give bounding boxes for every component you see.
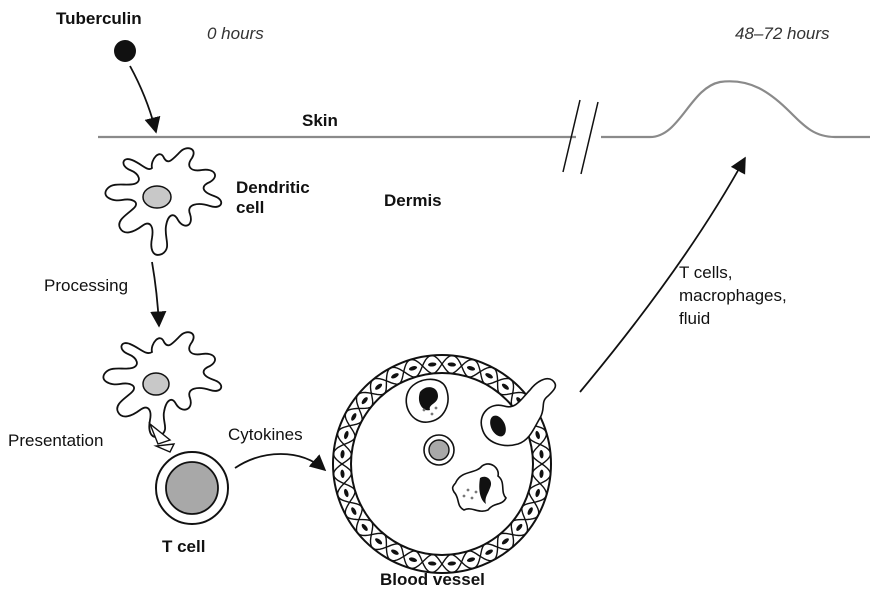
t-cell-label: T cell [162, 537, 205, 557]
vessel-cell-1 [406, 379, 448, 422]
cytokines-arrow [235, 454, 325, 470]
skin-label: Skin [302, 111, 338, 131]
processing-label: Processing [44, 276, 128, 296]
dendritic-cell-label-line2: cell [236, 198, 264, 218]
t-cell [156, 452, 228, 524]
dendritic-cell-1 [105, 148, 221, 255]
cytokines-label: Cytokines [228, 425, 303, 445]
blood-vessel [333, 355, 555, 573]
vessel-cell-2 [424, 435, 454, 465]
processing-arrow [152, 262, 159, 326]
dendritic-cell-2 [103, 332, 221, 452]
tuberculin-particle [114, 40, 136, 62]
infiltrate-label-line1: T cells, [679, 263, 733, 283]
dendritic-cell-label-line1: Dendritic [236, 178, 310, 198]
presentation-label: Presentation [8, 431, 103, 451]
tuberculin-label: Tuberculin [56, 9, 142, 29]
tuberculin-entry-arrow [130, 66, 156, 132]
infiltrate-label-line3: fluid [679, 309, 710, 329]
infiltrate-label-line2: macrophages, [679, 286, 787, 306]
time-start-label: 0 hours [207, 24, 264, 44]
time-end-label: 48–72 hours [735, 24, 830, 44]
blood-vessel-label: Blood vessel [380, 570, 485, 590]
skin-surface-line [98, 81, 870, 137]
dermis-label: Dermis [384, 191, 442, 211]
